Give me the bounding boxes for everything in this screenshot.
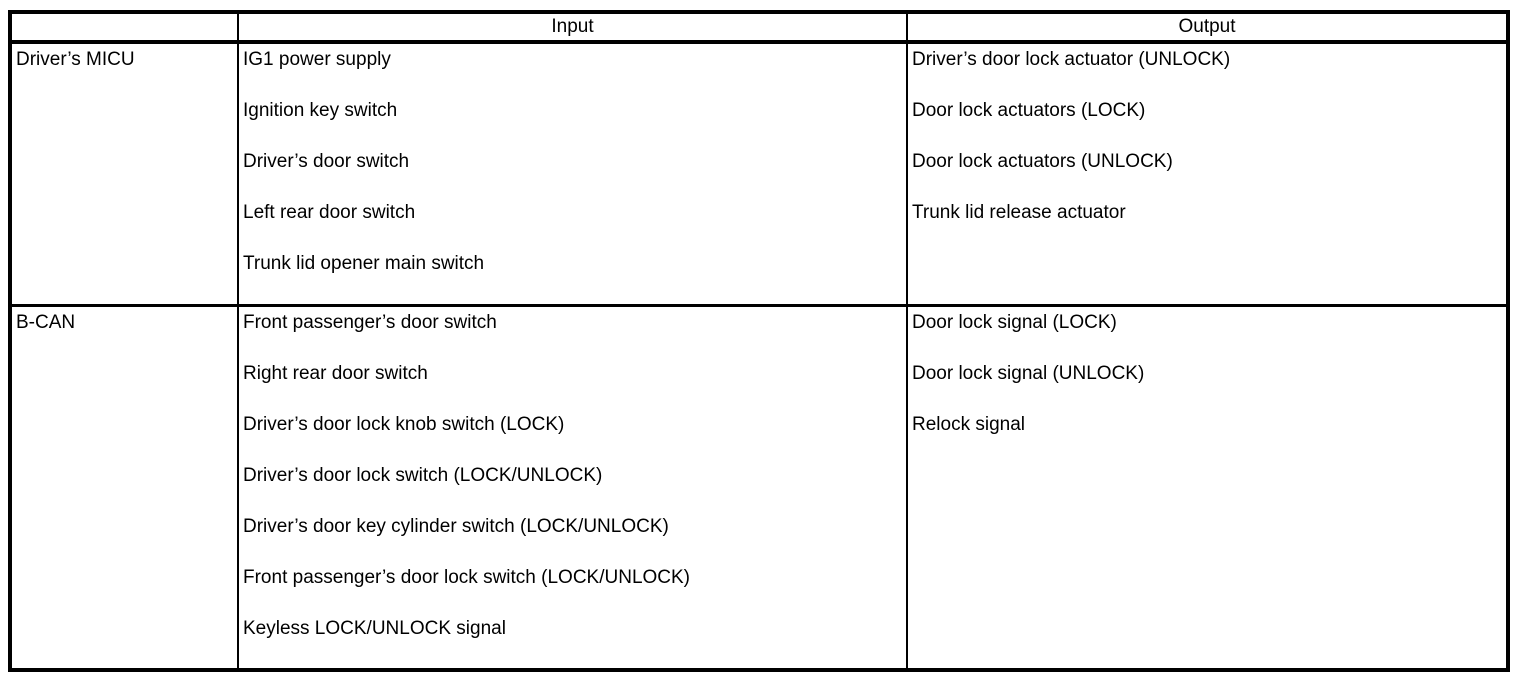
header-input-cell: Input <box>237 12 907 44</box>
header-output-cell: Output <box>906 12 1508 44</box>
io-table: Input Output Driver’s MICU IG1 power sup… <box>8 10 1510 672</box>
source-cell: Driver’s MICU <box>10 42 238 306</box>
output-item: Door lock actuators (UNLOCK) <box>912 151 1173 172</box>
outputs-cell: Driver’s door lock actuator (UNLOCK) Doo… <box>906 42 1508 306</box>
output-item: Door lock actuators (LOCK) <box>912 100 1146 121</box>
header-row: Input Output <box>10 12 1508 44</box>
input-item: Driver’s door switch <box>243 151 410 172</box>
input-item: IG1 power supply <box>243 49 391 70</box>
input-item: Driver’s door lock knob switch (LOCK) <box>243 414 565 435</box>
input-item: Driver’s door lock switch (LOCK/UNLOCK) <box>243 465 603 486</box>
table-row-drivers-micu: Driver’s MICU IG1 power supply Ignition … <box>10 42 1508 306</box>
outputs-cell: Door lock signal (LOCK) Door lock signal… <box>906 304 1508 670</box>
input-item: Driver’s door key cylinder switch (LOCK/… <box>243 516 669 537</box>
output-item: Trunk lid release actuator <box>912 202 1126 223</box>
output-item: Door lock signal (LOCK) <box>912 312 1117 333</box>
output-item: Relock signal <box>912 414 1025 435</box>
inputs-cell: Front passenger’s door switch Right rear… <box>237 304 907 670</box>
table-row-b-can: B-CAN Front passenger’s door switch Righ… <box>10 304 1508 670</box>
input-item: Keyless LOCK/UNLOCK signal <box>243 618 506 639</box>
source-label: Driver’s MICU <box>16 49 135 70</box>
output-item: Driver’s door lock actuator (UNLOCK) <box>912 49 1231 70</box>
source-label: B-CAN <box>16 312 76 333</box>
output-item: Door lock signal (UNLOCK) <box>912 363 1145 384</box>
input-item: Ignition key switch <box>243 100 398 121</box>
input-item: Trunk lid opener main switch <box>243 253 485 274</box>
header-blank-cell <box>10 12 238 44</box>
input-item: Left rear door switch <box>243 202 416 223</box>
source-cell: B-CAN <box>10 304 238 670</box>
inputs-cell: IG1 power supply Ignition key switch Dri… <box>237 42 907 306</box>
input-item: Right rear door switch <box>243 363 428 384</box>
input-item: Front passenger’s door lock switch (LOCK… <box>243 567 691 588</box>
input-item: Front passenger’s door switch <box>243 312 497 333</box>
